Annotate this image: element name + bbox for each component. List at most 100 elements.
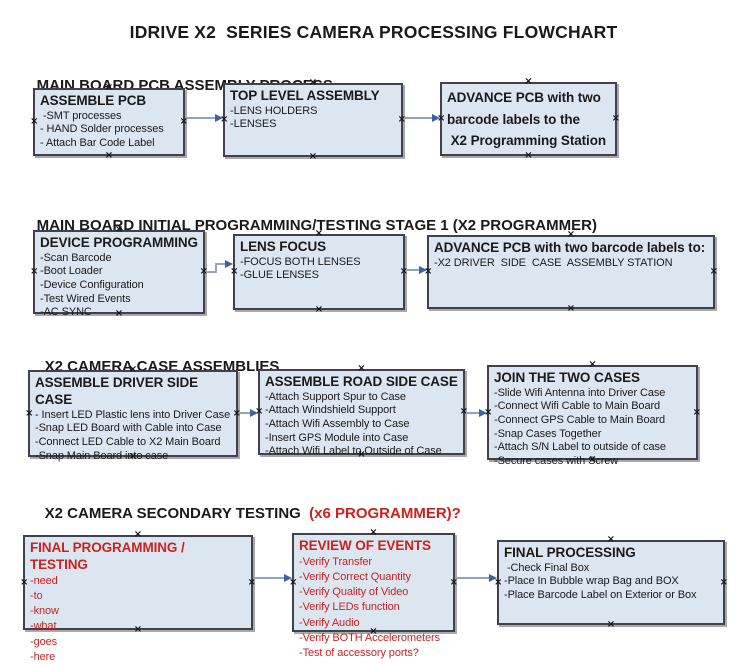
anchor-handle-icon[interactable]: × [606,534,616,545]
anchor-handle-icon[interactable]: × [289,576,298,588]
box-review-of-events[interactable]: REVIEW OF EVENTS -Verify Transfer-Verify… [289,528,458,660]
anchor-handle-icon[interactable]: × [566,303,576,314]
anchor-handle-icon[interactable]: × [133,529,143,540]
anchor-handle-icon[interactable]: × [709,266,718,277]
box-item: -Attach S/N Label to outside of case [494,441,666,454]
box-top-level-assembly[interactable]: TOP LEVEL ASSEMBLY -LENS HOLDERS-LENSES … [220,78,406,162]
box-items: -Check Final Box-Place In Bubble wrap Ba… [504,562,718,603]
box-items: -Slide Wifi Antenna into Driver Case-Con… [494,387,691,469]
anchor-handle-icon[interactable]: × [247,576,256,588]
box-items: -LENS HOLDERS-LENSES [230,105,396,132]
box-title: FINAL PROCESSING [504,545,636,560]
connector-arrow-right-icon[interactable] [466,409,487,417]
anchor-handle-icon[interactable]: × [719,576,728,588]
box-item: -X2 DRIVER SIDE CASE ASSEMBLY STATION [434,256,673,269]
anchor-handle-icon[interactable]: × [397,114,406,125]
section-heading-initial-programming: MAIN BOARD INITIAL PROGRAMMING/TESTING S… [20,200,597,251]
anchor-handle-icon[interactable]: × [606,619,616,630]
box-item: -Attach Wifi Assembly to Case [265,418,410,431]
anchor-handle-icon[interactable]: × [104,150,114,161]
box-items: -Scan Barcode-Boot Loader-Device Configu… [40,252,198,320]
anchor-handle-icon[interactable]: × [308,151,318,162]
anchor-handle-icon[interactable]: × [220,114,229,125]
connector-arrow-right-icon[interactable] [405,114,440,122]
box-item: -Insert GPS Module into Case [265,431,409,444]
anchor-handle-icon[interactable]: × [369,626,378,637]
box-final-processing[interactable]: FINAL PROCESSING -Check Final Box-Place … [494,535,728,630]
connector-arrow-right-icon[interactable] [216,260,233,268]
anchor-handle-icon[interactable]: × [357,449,366,460]
connector-arrow-right-icon[interactable] [456,574,497,582]
anchor-handle-icon[interactable]: × [588,359,597,370]
anchor-handle-icon[interactable]: × [114,224,124,235]
box-item: -Place In Bubble wrap Bag and BOX [504,575,679,588]
anchor-handle-icon[interactable]: × [179,116,188,127]
box-item: -LENSES [230,118,277,131]
box-item: -Attach Support Spur to Case [265,390,406,403]
anchor-handle-icon[interactable]: × [369,527,378,538]
box-title: JOIN THE TWO CASES [494,370,640,385]
anchor-handle-icon[interactable]: × [230,266,239,277]
heading-red-text: (x6 PROGRAMMER)? [309,505,461,522]
anchor-handle-icon[interactable]: × [524,76,533,87]
anchor-handle-icon[interactable]: × [314,304,324,315]
anchor-handle-icon[interactable]: × [114,308,124,319]
anchor-handle-icon[interactable]: × [611,113,620,124]
box-item: -Test of accessory ports? [299,647,419,660]
box-advance-pcb-driver-side-station[interactable]: ADVANCE PCB with two barcode labels to: … [424,230,718,314]
anchor-handle-icon[interactable]: × [437,113,446,124]
connector-arrow-right-icon[interactable] [187,114,223,122]
anchor-handle-icon[interactable]: × [357,363,366,374]
anchor-handle-icon[interactable]: × [128,364,138,375]
anchor-handle-icon[interactable]: × [30,116,39,127]
anchor-handle-icon[interactable]: × [20,576,29,588]
box-item: -FOCUS BOTH LENSES [240,255,361,268]
anchor-handle-icon[interactable]: × [459,406,468,417]
anchor-handle-icon[interactable]: × [314,228,324,239]
connector-elbow-segment[interactable] [206,271,217,273]
box-join-the-two-cases[interactable]: JOIN THE TWO CASES -Slide Wifi Antenna i… [484,360,701,467]
connector-arrow-right-icon[interactable] [406,266,427,274]
connector-arrow-right-icon[interactable] [254,574,292,582]
anchor-handle-icon[interactable]: × [232,407,241,419]
anchor-handle-icon[interactable]: × [494,576,503,588]
box-title: TOP LEVEL ASSEMBLY [230,88,380,103]
anchor-handle-icon[interactable]: × [484,406,493,418]
anchor-handle-icon[interactable]: × [524,150,533,161]
anchor-handle-icon[interactable]: × [104,82,114,93]
box-item: -Snap Main Board into case [35,449,169,462]
anchor-handle-icon[interactable]: × [255,406,264,417]
box-items: -X2 DRIVER SIDE CASE ASSEMBLY STATION [434,257,708,271]
box-item: -Verify Quality of Video [299,586,409,599]
anchor-handle-icon[interactable]: × [692,406,701,418]
anchor-handle-icon[interactable]: × [128,451,138,462]
anchor-handle-icon[interactable]: × [424,266,433,277]
box-title: ADVANCE PCB with two barcode labels to: [434,240,706,255]
box-assemble-road-side-case[interactable]: ASSEMBLE ROAD SIDE CASE -Attach Support … [255,364,468,460]
anchor-handle-icon[interactable]: × [133,624,143,635]
anchor-handle-icon[interactable]: × [588,454,597,465]
anchor-handle-icon[interactable]: × [566,229,576,240]
box-final-programming-testing[interactable]: FINAL PROGRAMMING / TESTING -need-to-kno… [20,530,256,663]
box-title: FINAL PROGRAMMING / TESTING [30,540,189,572]
box-device-programming[interactable]: DEVICE PROGRAMMING -Scan Barcode-Boot Lo… [30,225,208,319]
anchor-handle-icon[interactable]: × [25,407,34,419]
anchor-handle-icon[interactable]: × [199,266,208,277]
box-lens-focus[interactable]: LENS FOCUS -FOCUS BOTH LENSES-GLUE LENSE… [230,229,408,315]
box-items: -SMT processes- HAND Solder processes- A… [40,110,178,151]
anchor-handle-icon[interactable]: × [449,576,458,588]
box-item: -Snap Cases Together [494,427,602,440]
box-assemble-pcb[interactable]: ASSEMBLE PCB -SMT processes- HAND Solder… [30,83,188,161]
box-item: -Connect LED Cable to X2 Main Board [35,435,221,448]
box-item: - Attach Bar Code Label [40,137,155,150]
box-advance-pcb-programming-station[interactable]: ADVANCE PCB with two barcode labels to t… [437,77,620,161]
anchor-handle-icon[interactable]: × [30,266,39,277]
anchor-handle-icon[interactable]: × [308,77,318,88]
box-assemble-driver-side-case[interactable]: ASSEMBLE DRIVER SIDE CASE - Insert LED P… [25,365,241,462]
box-title: ASSEMBLE PCB [40,93,147,108]
box-item: -AC SYNC [40,306,92,319]
connector-arrow-right-icon[interactable] [239,409,258,417]
box-item: -Attach Wifi Label to Outside of Case [265,445,442,458]
anchor-handle-icon[interactable]: × [399,266,408,277]
connector-elbow-segment[interactable] [215,263,217,273]
